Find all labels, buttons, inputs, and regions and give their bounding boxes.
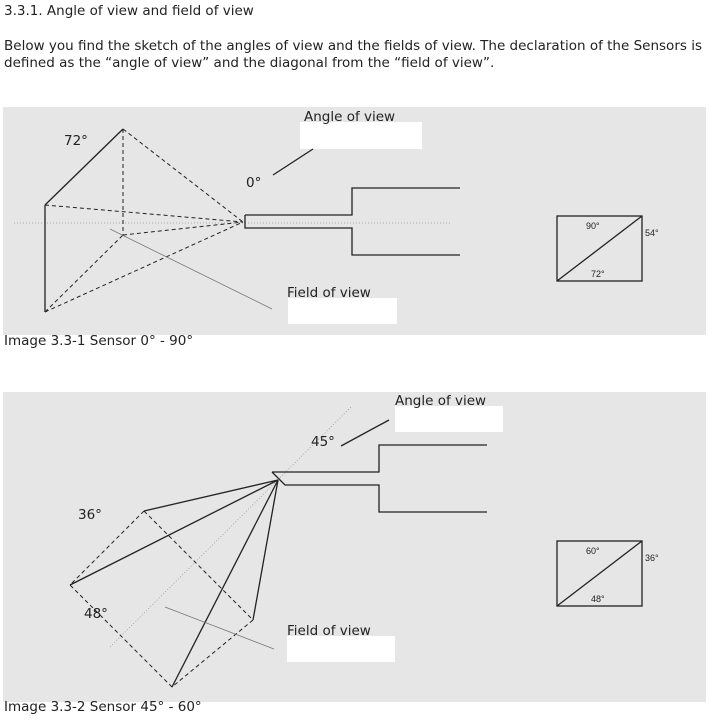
figure2-caption: Image 3.3-2 Sensor 45° - 60° — [4, 699, 202, 715]
figure1-caption: Image 3.3-1 Sensor 0° - 90° — [4, 333, 194, 349]
figure2-angle-label: Angle of view — [395, 393, 487, 409]
figure1-field-box — [288, 298, 397, 324]
intro-paragraph: Below you find the sketch of the angles … — [4, 38, 702, 71]
section-heading: 3.3.1. Angle of view and field of view — [4, 3, 254, 19]
figure2-cone-angle-a: 36° — [78, 507, 102, 523]
figure2-field-pointer — [164, 606, 275, 650]
figure1-field-pointer — [109, 228, 273, 310]
figure2-mount-angle: 45° — [311, 434, 335, 450]
figure1-box-bottom: 72° — [591, 269, 605, 279]
figure2-field-box — [287, 636, 395, 662]
figure1-angle-pointer — [272, 148, 314, 176]
figure2-field-label: Field of view — [287, 623, 371, 639]
figure1-box-side: 54° — [645, 228, 659, 238]
figure1-mount-angle: 0° — [246, 175, 262, 191]
figure2-sensor-body — [272, 444, 487, 473]
figure2-drawing — [69, 405, 643, 688]
figure2-box-top: 60° — [586, 546, 600, 556]
figure1-cone-angle: 72° — [64, 133, 88, 149]
figure1-angle-box — [300, 122, 422, 149]
figure2-cone-angle-b: 48° — [84, 606, 108, 622]
figure2-box-side: 36° — [645, 553, 659, 563]
figure2-angle-pointer — [340, 419, 390, 447]
figure1-angle-label: Angle of view — [304, 109, 396, 125]
figure2-box-bottom: 48° — [591, 594, 605, 604]
figure1-fov-box — [556, 215, 643, 282]
figure1-field-label: Field of view — [287, 285, 371, 301]
figure1-sensor-body — [245, 187, 460, 216]
figure1-drawing — [14, 128, 643, 313]
figure2-angle-box — [395, 406, 503, 432]
figure1-cone-edge — [44, 128, 124, 206]
figure1-box-top: 90° — [586, 221, 600, 231]
figure2-fov-box — [556, 540, 643, 607]
